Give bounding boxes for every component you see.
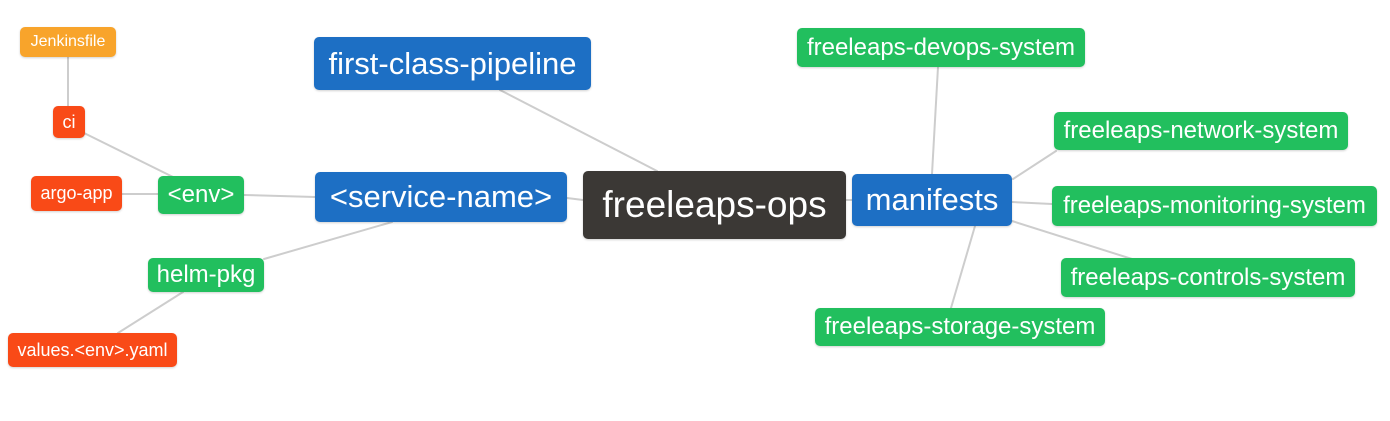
node-freeleaps-devops-system[interactable]: freeleaps-devops-system [797,28,1085,67]
node-first-class-pipeline[interactable]: first-class-pipeline [314,37,591,90]
node-ci[interactable]: ci [53,106,85,138]
node-service-name[interactable]: <service-name> [315,172,567,222]
node-argo-app[interactable]: argo-app [31,176,122,211]
node-freeleaps-ops[interactable]: freeleaps-ops [583,171,846,239]
edge-manifests-devops-system [931,66,939,175]
node-jenkinsfile[interactable]: Jenkinsfile [20,27,116,57]
edge-manifests-controls-system [1011,220,1133,260]
edge-manifests-storage-system [950,225,976,309]
node-freeleaps-monitoring-system[interactable]: freeleaps-monitoring-system [1052,186,1377,226]
node-freeleaps-network-system[interactable]: freeleaps-network-system [1054,112,1348,150]
edge-manifests-network-system [1012,150,1057,180]
node-helm-pkg[interactable]: helm-pkg [148,258,264,292]
edge-root-service-name [566,197,584,201]
edge-service-name-helm-pkg [263,221,393,260]
node-freeleaps-storage-system[interactable]: freeleaps-storage-system [815,308,1105,346]
edge-service-name-env [243,194,316,198]
edge-manifests-monitoring-system [1011,201,1053,205]
node-freeleaps-controls-system[interactable]: freeleaps-controls-system [1061,258,1355,297]
edge-root-first-class-pipeline [499,89,658,172]
node-env[interactable]: <env> [158,176,244,214]
node-values-env-yaml[interactable]: values.<env>.yaml [8,333,177,367]
node-manifests[interactable]: manifests [852,174,1012,226]
edge-env-ci [83,132,174,178]
edge-helm-pkg-values-env-yaml [117,291,184,334]
